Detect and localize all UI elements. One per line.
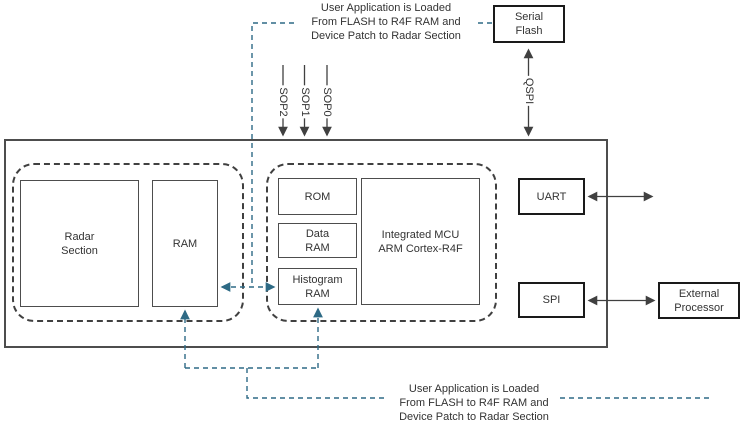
chip-outline-box — [4, 139, 608, 348]
histogram-ram-block: Histogram RAM — [278, 268, 357, 305]
external-processor-block: External Processor — [658, 282, 740, 319]
qspi-label: QSPI — [521, 75, 536, 107]
serial-flash-block: Serial Flash — [493, 5, 565, 43]
radar-subsystem-dashed-group — [12, 163, 244, 322]
data-ram-block: Data RAM — [278, 223, 357, 258]
bottom-annotation-connector — [185, 367, 386, 399]
sop1-label: SOP1 — [297, 85, 312, 119]
sop2-label: SOP2 — [276, 85, 290, 119]
rom-block: ROM — [278, 178, 357, 215]
top-annotation: User Application is Loaded From FLASH to… — [311, 2, 461, 42]
ram-block: RAM — [152, 180, 218, 307]
bottom-annotation: User Application is Loaded From FLASH to… — [399, 383, 549, 423]
radar-section-block: Radar Section — [20, 180, 139, 307]
uart-block: UART — [518, 178, 585, 215]
sop0-label: SOP0 — [320, 85, 334, 119]
mcu-block: Integrated MCU ARM Cortex-R4F — [361, 178, 480, 305]
spi-block: SPI — [518, 282, 585, 318]
